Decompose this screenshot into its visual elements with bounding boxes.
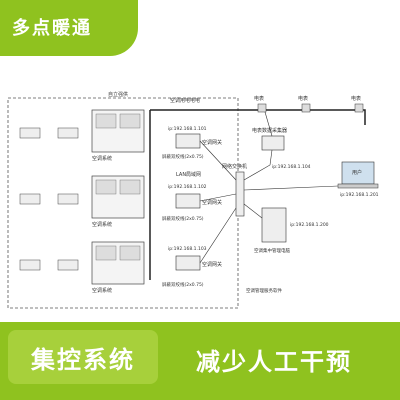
computer-link	[243, 185, 339, 191]
computer: 用户 ip:192.168.1.201	[337, 161, 379, 198]
switch-label: 网络交换机	[222, 163, 247, 170]
cable-label: 屏蔽双绞线(2x0.75)	[162, 153, 204, 160]
gateway-label: 空调网关	[202, 261, 222, 268]
gateway-box	[175, 193, 201, 209]
computer-label: 用户	[352, 169, 362, 176]
outdoor-unit-row-2	[91, 175, 145, 219]
building-label: 自立强供	[108, 91, 128, 98]
indoor-unit	[57, 259, 79, 271]
meter-icon	[354, 103, 364, 113]
meter-icon	[257, 103, 267, 113]
hvac-network-diagram: 自立强供 空调用电电电 电表 电表 电表 电表数据采集器 空	[7, 91, 379, 309]
footer-left-badge: 集控系统	[8, 330, 158, 384]
gateway-label: 空调网关	[202, 199, 222, 206]
cable-label: 屏蔽双绞线(2x0.75)	[162, 215, 204, 222]
network-switch	[235, 171, 245, 217]
header-title: 多点暖通	[12, 18, 92, 39]
ac-system-label: 空调系统	[92, 155, 112, 162]
ip-label: ip:192.168.1.101	[168, 126, 207, 132]
server-box	[261, 207, 287, 243]
server-label: 空调集中管理电脑	[254, 247, 290, 254]
meter-icon	[301, 103, 311, 113]
ac-system-label: 空调系统	[92, 221, 112, 228]
indoor-unit	[19, 193, 41, 205]
server: ip:192.168.1.200 空调集中管理电脑 空调管理服务软件	[246, 207, 329, 294]
gateway-2: LAN局域网 空调网关 ip:192.168.1.102 屏蔽双绞线(2x0.7…	[162, 171, 222, 222]
ip-label: ip:192.168.1.103	[168, 246, 207, 252]
indoor-unit	[19, 127, 41, 139]
ac-system-label: 空调系统	[92, 287, 112, 294]
server-link	[243, 203, 263, 219]
meter-label: 电表	[298, 95, 308, 102]
collector-box	[261, 135, 285, 151]
outdoor-unit-row-1	[91, 109, 145, 153]
software-label: 空调管理服务软件	[246, 287, 282, 294]
power-meter-label: 空调用电电电	[170, 97, 200, 104]
indoor-unit	[57, 193, 79, 205]
ip-label: ip:192.168.1.200	[290, 222, 329, 228]
meter-label: 电表	[351, 95, 361, 102]
meter-label: 电表	[254, 95, 264, 102]
outdoor-unit-row-3	[91, 241, 145, 285]
gateway-box	[175, 255, 201, 271]
ip-label: ip:192.168.1.104	[272, 164, 311, 170]
footer-right-label: 减少人工干预	[196, 348, 352, 376]
gateway-label: 空调网关	[202, 139, 222, 146]
lan-link	[199, 140, 237, 181]
indoor-unit	[57, 127, 79, 139]
collector-link	[264, 111, 273, 137]
lan-label: LAN局域网	[176, 171, 201, 178]
collector-label: 电表数据采集器	[252, 127, 287, 134]
indoor-unit	[19, 259, 41, 271]
ip-label: ip:192.168.1.201	[340, 192, 379, 198]
lan-link	[199, 207, 237, 264]
header-banner: 多点暖通	[0, 0, 138, 56]
gateway-box	[175, 133, 201, 149]
indoor-units	[19, 127, 79, 271]
gateway-1: 空调网关 ip:192.168.1.101 屏蔽双绞线(2x0.75)	[162, 126, 222, 160]
meter-group: 电表 电表 电表	[254, 95, 364, 113]
cable-label: 屏蔽双绞线(2x0.75)	[162, 281, 204, 288]
ip-label: ip:192.168.1.102	[168, 184, 207, 190]
footer-left-label: 集控系统	[31, 345, 135, 374]
gateway-3: 空调网关 ip:192.168.1.103 屏蔽双绞线(2x0.75)	[162, 246, 222, 288]
lan-link	[199, 193, 237, 202]
power-line	[150, 109, 366, 125]
collector-lan-link	[243, 149, 273, 181]
